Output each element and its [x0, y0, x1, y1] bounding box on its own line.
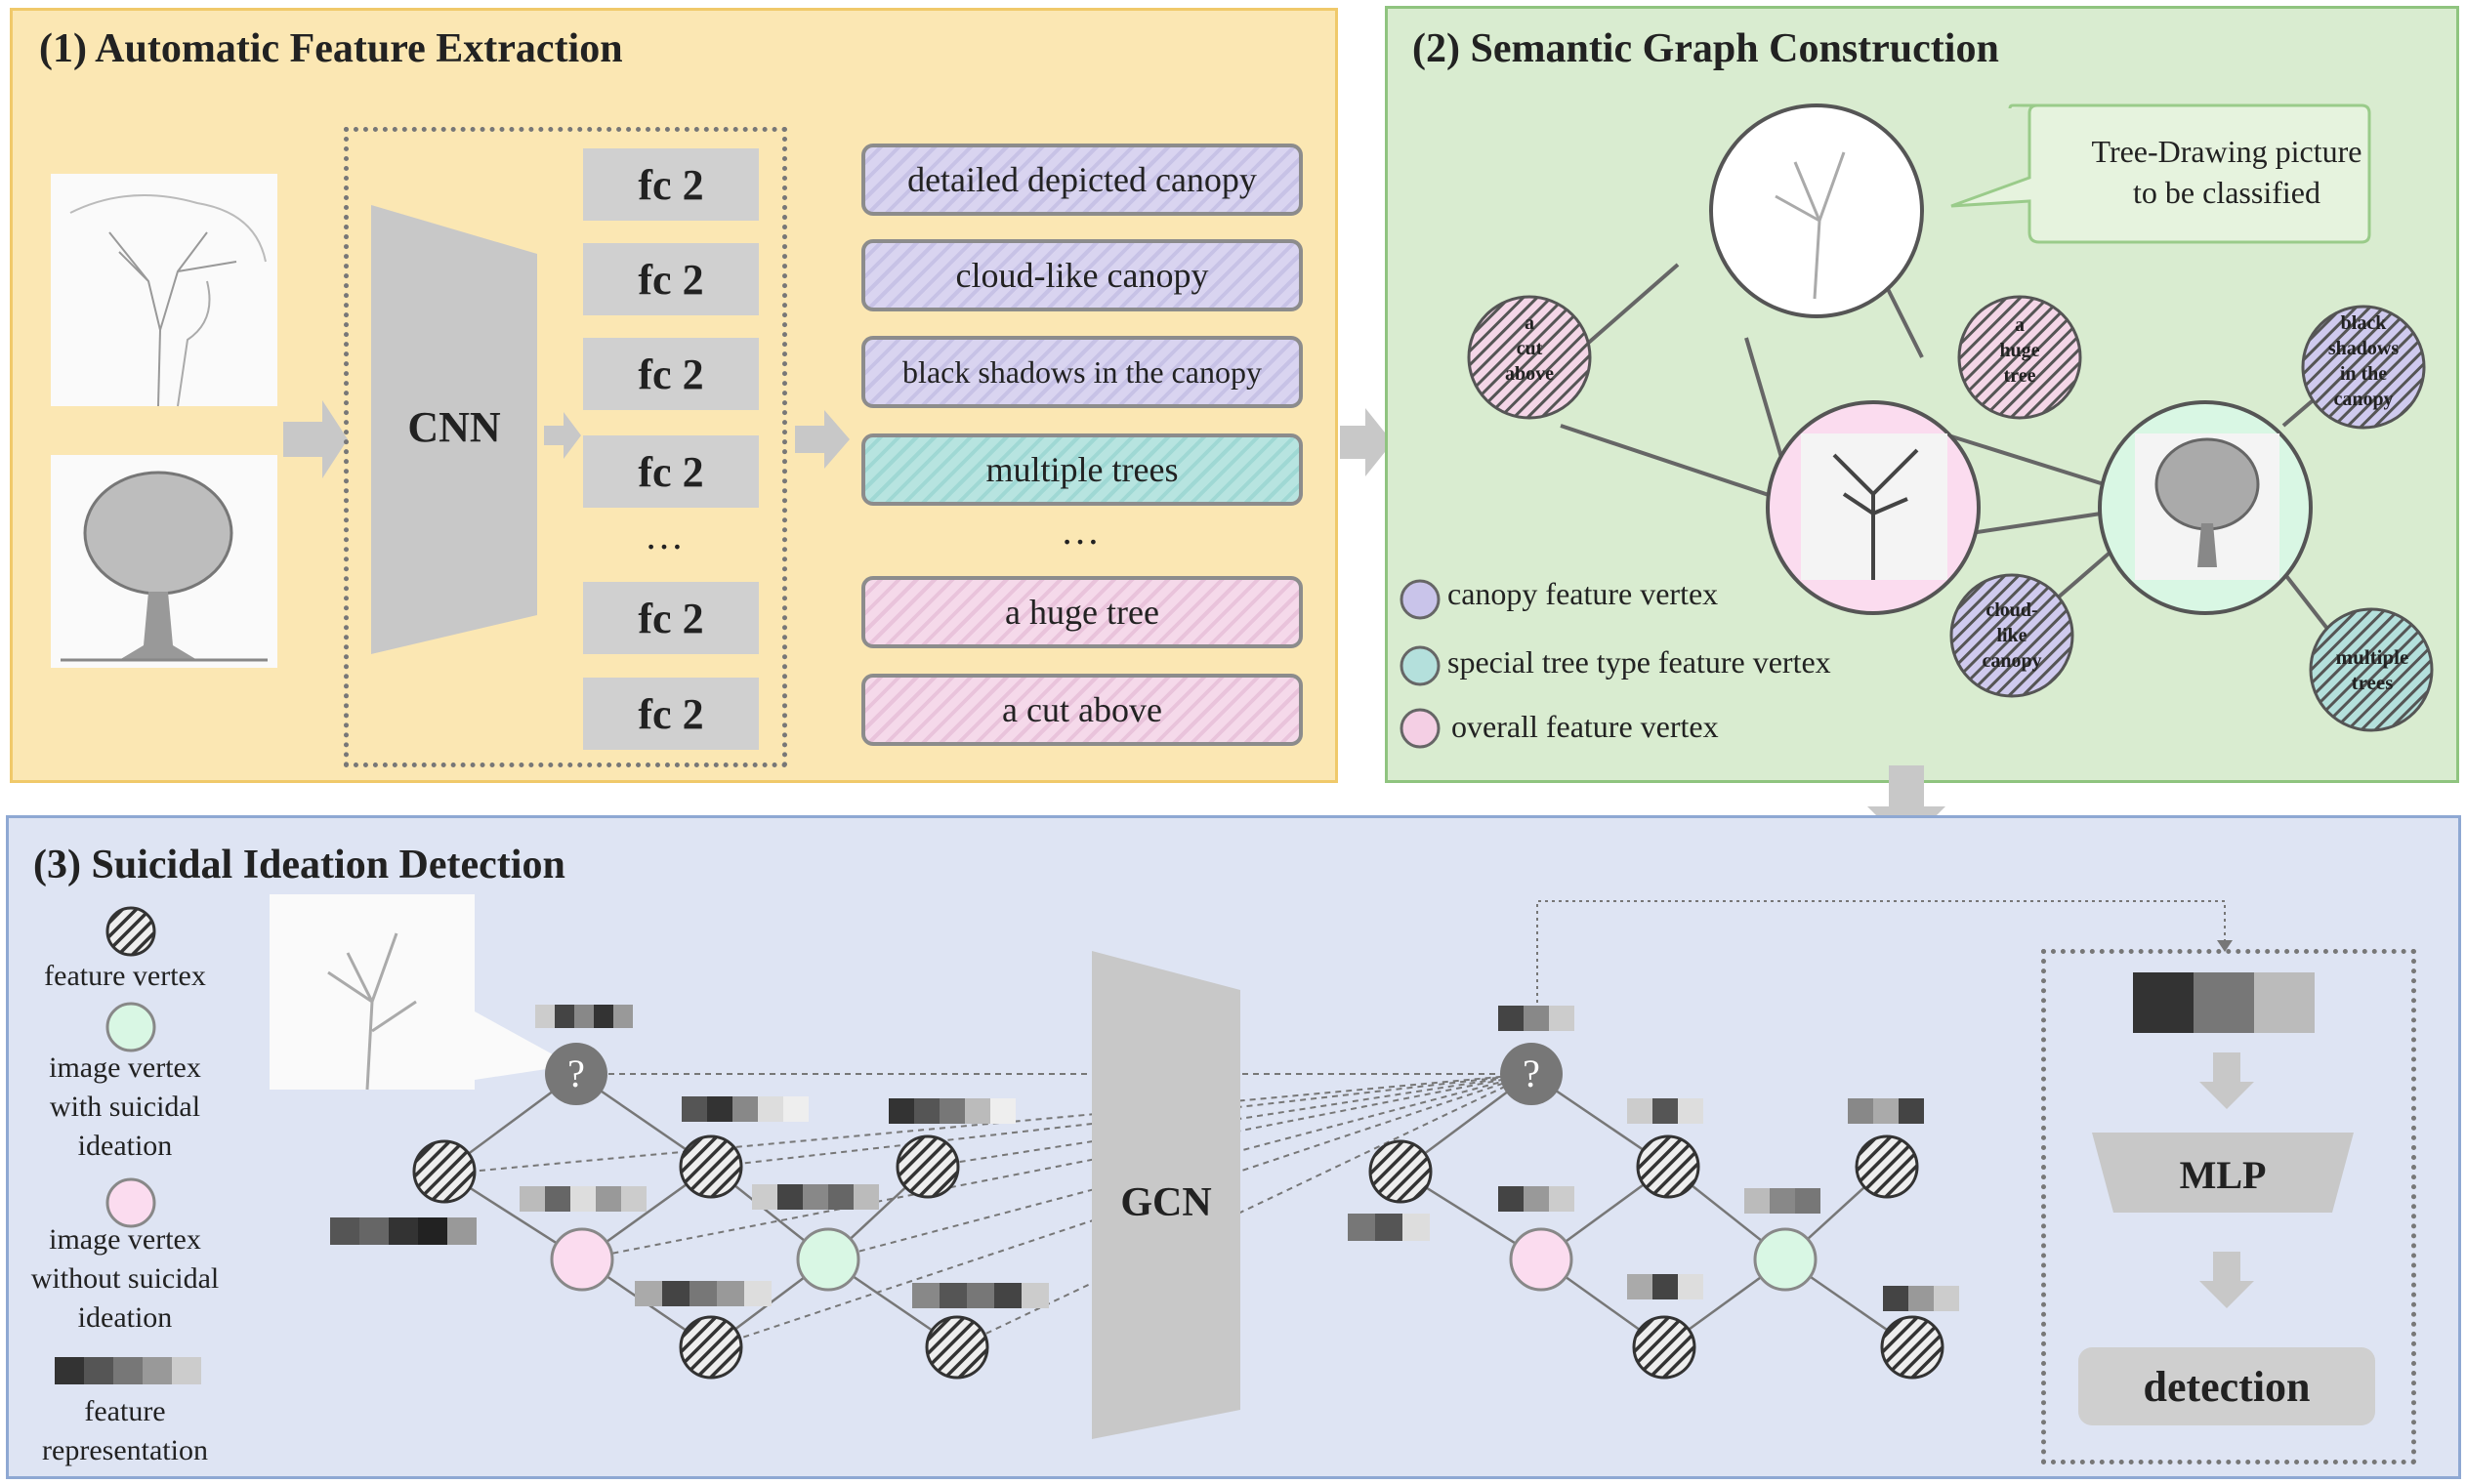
- vertex-label-line: canopy: [2333, 389, 2394, 410]
- legend-line: ideation: [77, 1130, 173, 1162]
- legend-line: ideation: [77, 1301, 173, 1334]
- gcn-graphs: [330, 900, 2233, 1380]
- output-feature-bar: [2133, 972, 2315, 1033]
- output-box: [2041, 949, 2416, 1464]
- query-mark-left: ?: [567, 1051, 585, 1095]
- sketch-callout: [270, 894, 572, 1091]
- fc-layer: fc 2: [583, 243, 759, 315]
- fc-layer: fc 2: [583, 678, 759, 750]
- feature-black-shadows: black shadows in the canopy: [861, 336, 1303, 408]
- callout-line: Tree-Drawing picture: [2091, 134, 2362, 169]
- fc-ellipsis: …: [645, 514, 684, 557]
- extraction-title: (1) Automatic Feature Extraction: [39, 26, 623, 71]
- fc-layer: fc 2: [583, 582, 759, 654]
- feature-cloud-canopy: cloud-like canopy: [861, 239, 1303, 311]
- vertex-label-line: tree: [2003, 365, 2036, 387]
- vertex-huge-tree-label: a huge tree: [1981, 312, 2059, 389]
- cnn-trapezoid: [371, 205, 537, 654]
- legend-line: image vertex: [49, 1223, 201, 1256]
- mlp-trapezoid: [2092, 1133, 2354, 1213]
- feature-ellipsis: …: [1061, 509, 1100, 553]
- legend-feature-vertex: feature vertex: [44, 960, 206, 992]
- semantic-graph: [1467, 103, 2434, 732]
- legend-line: with suicidal: [49, 1091, 201, 1123]
- legend-overall: overall feature vertex: [1451, 709, 1719, 744]
- round-tree-sketch-image: [51, 455, 277, 668]
- round-tree-drawing: [61, 471, 268, 662]
- arrow-fc-to-features: [795, 410, 850, 469]
- fc-layer: fc 2: [583, 338, 759, 410]
- legend-image-without: image vertex without suicidal ideation: [8, 1220, 242, 1338]
- legend-feature-rep-bar: [55, 1357, 201, 1384]
- query-vertex: [545, 1043, 607, 1105]
- callout-text: Tree-Drawing picture to be classified: [2031, 131, 2422, 213]
- vertex-label-line: multiple: [2335, 645, 2409, 669]
- vertex-label-line: above: [1505, 363, 1554, 385]
- legend-line: image vertex: [49, 1051, 201, 1084]
- detection-output: detection: [2078, 1347, 2375, 1425]
- legend-canopy: canopy feature vertex: [1447, 576, 1719, 611]
- vertex-label-line: canopy: [1982, 650, 2042, 672]
- arrow-cnn-to-fc: [544, 412, 581, 459]
- callout-line: to be classified: [2133, 175, 2320, 210]
- feature-huge-tree: a huge tree: [861, 576, 1303, 648]
- vertex-black-shadows-label: black shadows in the canopy: [2315, 310, 2412, 412]
- vertex-label-line: cloud-: [1985, 599, 2038, 621]
- fc-layers-box: [344, 127, 787, 767]
- arrow-to-graph: [1340, 408, 1393, 476]
- cnn-label: CNN: [407, 403, 501, 451]
- vertex-label-line: trees: [2351, 671, 2394, 694]
- vertex-cut-above-label: a cut above: [1490, 310, 1568, 387]
- tree-sketch-drawing: [69, 194, 267, 407]
- fc-layer: fc 2: [583, 148, 759, 221]
- gcn-label: GCN: [1120, 1180, 1212, 1225]
- mlp-label: MLP: [2179, 1153, 2267, 1197]
- vertex-cloud-like-label: cloud- like canopy: [1963, 598, 2061, 674]
- vertex-multiple-trees-label: multiple trees: [2319, 644, 2426, 695]
- arrow-to-mlp: [2199, 1052, 2254, 1109]
- vertex-label-line: like: [1996, 625, 2027, 646]
- fc-layer: fc 2: [583, 435, 759, 508]
- legend-line: without suicidal: [30, 1262, 220, 1295]
- feature-multiple-trees: multiple trees: [861, 433, 1303, 506]
- vertex-label-line: cut: [1516, 338, 1543, 359]
- vertex-label-line: a: [2015, 314, 2025, 336]
- legend-image-with: image vertex with suicidal ideation: [8, 1049, 242, 1166]
- vertex-label-line: black: [2340, 312, 2387, 334]
- query-mark-right: ?: [1523, 1051, 1540, 1095]
- graph-legend-swatches: [1400, 579, 1441, 749]
- legend-line: representation: [42, 1434, 208, 1466]
- gcn-trapezoid: [1092, 951, 1240, 1439]
- vertex-label-line: in the: [2339, 363, 2388, 385]
- detection-legend-swatches: [105, 906, 156, 1228]
- legend-line: feature: [84, 1395, 166, 1427]
- arrow-to-cnn: [283, 400, 348, 478]
- legend-feature-rep: feature representation: [8, 1392, 242, 1470]
- arrow-to-detection-output: [2199, 1252, 2254, 1308]
- graph-title: (2) Semantic Graph Construction: [1412, 26, 1999, 71]
- vertex-label-line: huge: [1999, 340, 2040, 361]
- vertex-label-line: shadows: [2327, 338, 2400, 359]
- vertex-label-line: a: [1525, 312, 1534, 334]
- feature-detailed-canopy: detailed depicted canopy: [861, 144, 1303, 216]
- feature-cut-above: a cut above: [861, 674, 1303, 746]
- legend-special: special tree type feature vertex: [1447, 644, 1831, 680]
- detection-title: (3) Suicidal Ideation Detection: [33, 843, 565, 887]
- tree-sketch-image: [51, 174, 277, 407]
